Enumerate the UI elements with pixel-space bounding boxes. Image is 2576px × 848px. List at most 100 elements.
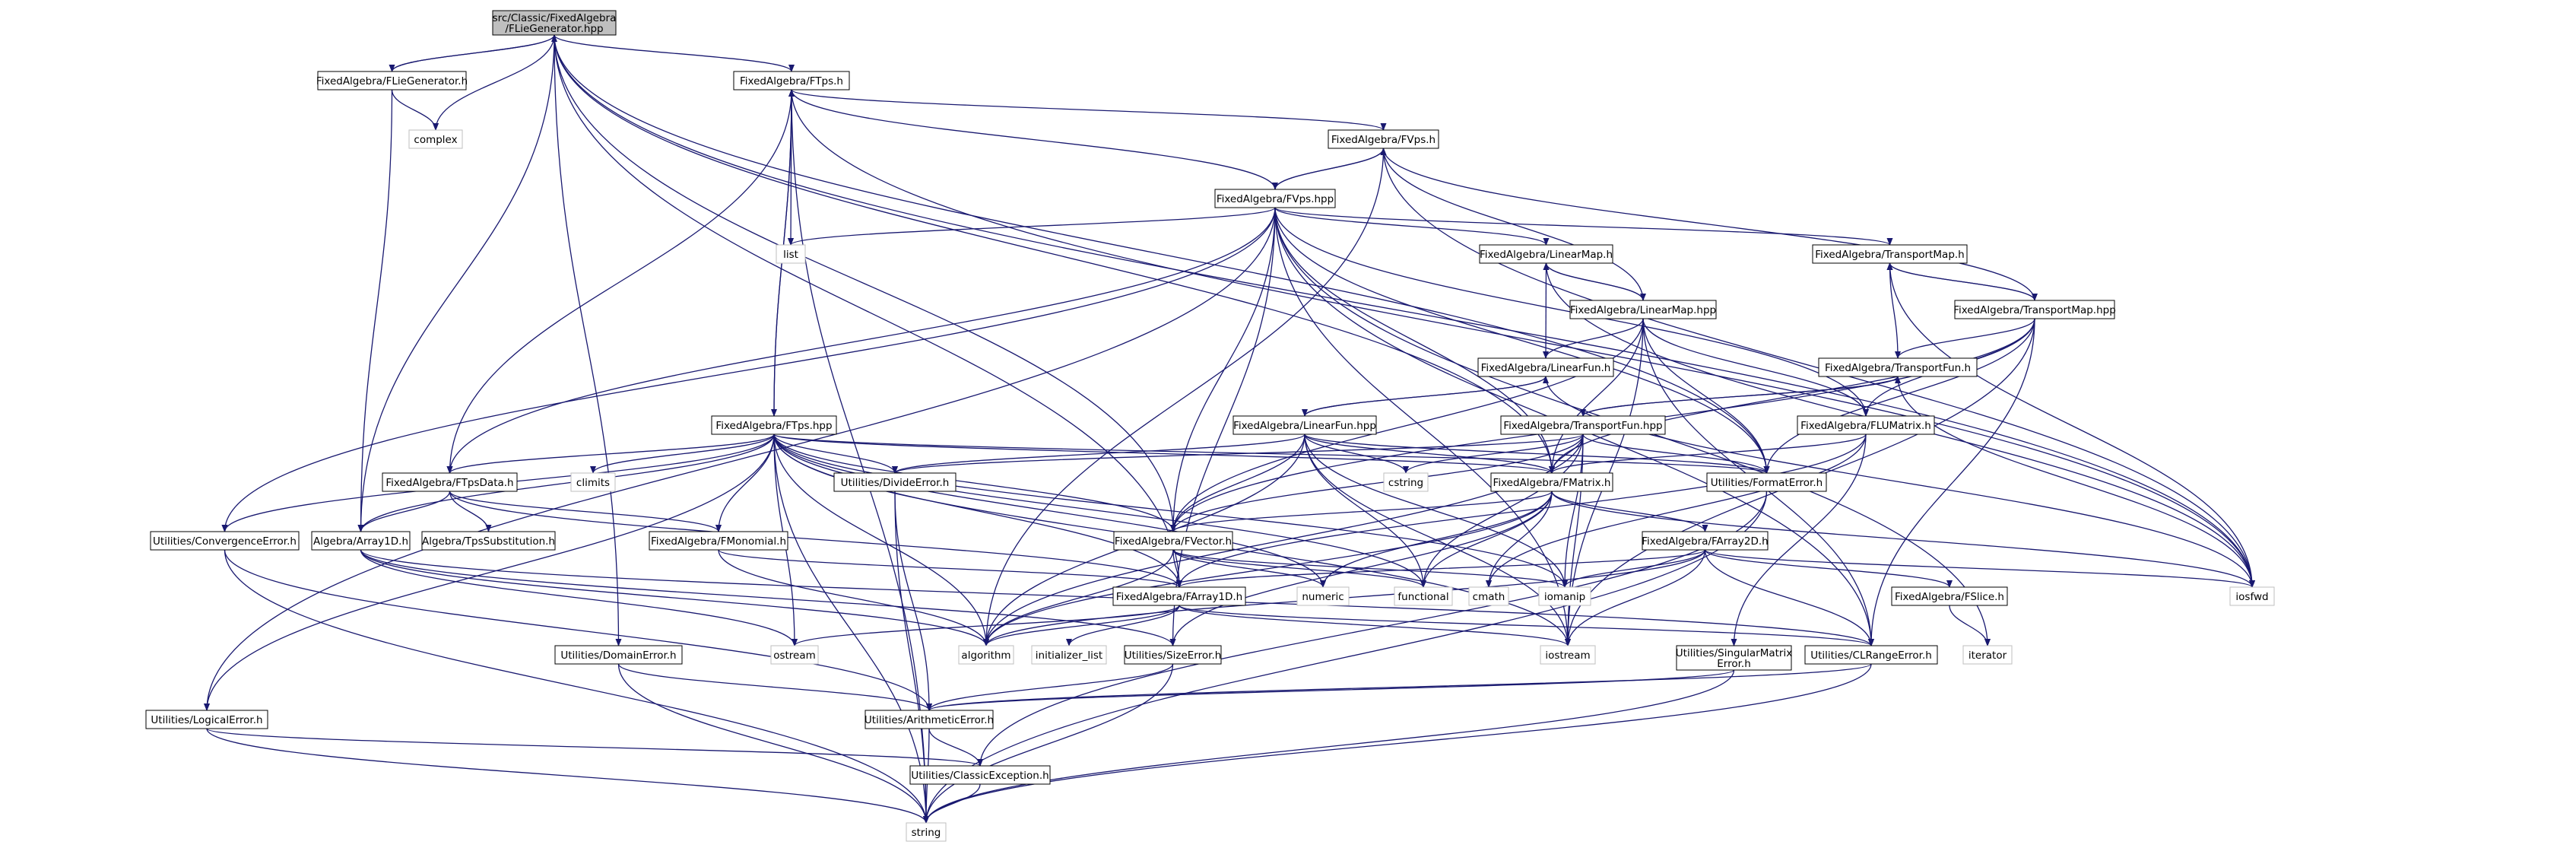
node-label-LinearMap_hpp: FixedAlgebra/LinearMap.hpp [1570,304,1716,316]
edge-FTpsData_h-to-TpsSubstitution_h [449,491,492,532]
node-box-ostream [770,645,819,665]
edge-FTpsData_h-to-Array1D_h [357,491,451,532]
edge-FMatrix_h-to-FVector_h [1170,491,1553,532]
node-FMonomial_h[interactable]: FixedAlgebra/FMonomial.h [649,531,788,551]
node-ConvergenceError_h[interactable]: Utilities/ConvergenceError.h [150,531,300,551]
node-label-FSlice_h: FixedAlgebra/FSlice.h [1895,591,2004,603]
edge-FVector_h-to-algorithm [983,549,1174,646]
node-label-iosfwd: iosfwd [2235,591,2268,603]
node-FArray1D_h[interactable]: FixedAlgebra/FArray1D.h [1112,586,1246,606]
node-Array1D_h[interactable]: Algebra/Array1D.h [311,531,411,551]
node-FArray2D_h[interactable]: FixedAlgebra/FArray2D.h [1642,531,1769,551]
node-ArithmeticError_h[interactable]: Utilities/ArithmeticError.h [864,710,994,729]
node-label-ostream: ostream [773,649,816,662]
edge-FArray2D_h-to-iostream [1565,549,1706,646]
node-label-LinearMap_h: FixedAlgebra/LinearMap.h [1480,249,1613,261]
node-box-iterator [1962,645,2013,665]
node-FTpsData_h[interactable]: FixedAlgebra/FTpsData.h [382,472,518,492]
node-box-CLRangeError_h [1804,645,1938,665]
node-box-FArray1D_h [1112,586,1246,606]
edge-FTpsData_h-to-FMonomial_h [449,491,722,532]
node-box-FormatError_h [1706,472,1827,492]
node-label-TransportMap_h: FixedAlgebra/TransportMap.h [1815,249,1964,261]
node-LogicalError_h[interactable]: Utilities/LogicalError.h [145,710,268,729]
node-box-FLieGenerator_h [317,71,467,91]
edge-TransportFun_hpp-to-cstring [1403,434,1584,474]
edge-root-to-FVector_h [554,34,1176,532]
edge-root-to-iosfwd [554,34,2255,588]
node-DivideError_h[interactable]: Utilities/DivideError.h [833,472,956,492]
edge-FVector_h-to-functional [1172,549,1426,588]
node-TransportMap_h[interactable]: FixedAlgebra/TransportMap.h [1812,244,1968,264]
edge-FTps_h-to-FTpsData_h [446,89,792,474]
dependency-edges [204,34,2255,824]
node-label-FVector_h: FixedAlgebra/FVector.h [1115,535,1232,548]
node-TransportFun_hpp[interactable]: FixedAlgebra/TransportFun.hpp [1500,415,1666,435]
node-box-FMatrix_h [1490,472,1613,492]
edge-FArray2D_h-to-iosfwd [1704,549,2255,588]
edge-ArithmeticError_h-to-ClassicException_h [928,728,983,767]
node-LinearFun_h[interactable]: FixedAlgebra/LinearFun.h [1477,357,1614,377]
edge-FVector_h-to-numeric [1172,549,1326,588]
node-label-climits: climits [576,477,610,489]
node-label-FormatError_h: Utilities/FormatError.h [1711,477,1823,489]
edge-FLUMatrix_h-to-SingularMatrixError_h [1731,434,1867,646]
node-FTps_hpp[interactable]: FixedAlgebra/FTps.hpp [711,415,837,435]
node-box-TransportMap_hpp [1954,300,2115,319]
node-label-FLUMatrix_h: FixedAlgebra/FLUMatrix.h [1800,420,1931,432]
node-SizeError_h[interactable]: Utilities/SizeError.h [1124,645,1222,665]
edge-TransportFun_hpp-to-FormatError_h [1582,434,1770,474]
edge-TransportFun_hpp-to-algorithm [983,434,1584,646]
edge-root-to-FArray1D_h [554,34,1182,588]
node-CLRangeError_h[interactable]: Utilities/CLRangeError.h [1804,645,1938,665]
edge-FLUMatrix_h-to-FMatrix_h [1549,434,1867,474]
edge-FVps_hpp-to-LinearMap_h [1274,207,1550,246]
node-FLUMatrix_h[interactable]: FixedAlgebra/FLUMatrix.h [1797,415,1935,435]
edge-TransportMap_hpp-to-FVps_h [1380,148,2035,301]
node-label-FTps_h: FixedAlgebra/FTps.h [740,75,843,87]
node-TpsSubstitution_h[interactable]: Algebra/TpsSubstitution.h [421,531,556,551]
node-label-Array1D_h: Algebra/Array1D.h [313,535,408,548]
node-box-TpsSubstitution_h [421,531,556,551]
node-box-iostream [1540,645,1596,665]
node-FVector_h[interactable]: FixedAlgebra/FVector.h [1113,531,1233,551]
node-LinearMap_hpp[interactable]: FixedAlgebra/LinearMap.hpp [1569,300,1717,319]
node-TransportMap_hpp[interactable]: FixedAlgebra/TransportMap.hpp [1953,300,2116,319]
node-label-algorithm: algorithm [961,649,1010,662]
node-FTps_h[interactable]: FixedAlgebra/FTps.h [733,71,850,91]
edge-SizeError_h-to-string [923,663,1174,824]
node-LinearFun_hpp[interactable]: FixedAlgebra/LinearFun.hpp [1232,415,1377,435]
edge-LinearMap_hpp-to-FormatError_h [1642,318,1770,474]
node-FMatrix_h[interactable]: FixedAlgebra/FMatrix.h [1490,472,1613,492]
edge-FVps_hpp-to-FTps_h [788,89,1276,190]
edge-CLRangeError_h-to-string [923,663,1872,824]
node-FLieGenerator_h[interactable]: FixedAlgebra/FLieGenerator.h [316,71,468,91]
edge-TransportFun_hpp-to-TransportFun_h [1582,376,1901,417]
edge-TransportFun_hpp-to-iomanip [1562,434,1584,588]
edge-FTps_hpp-to-FormatError_h [773,434,1769,474]
edge-FMatrix_h-to-iosfwd [1551,491,2255,588]
node-FormatError_h[interactable]: Utilities/FormatError.h [1706,472,1827,492]
node-DomainError_h[interactable]: Utilities/DomainError.h [554,645,683,665]
node-FVps_h[interactable]: FixedAlgebra/FVps.h [1328,129,1439,149]
edge-Array1D_h-to-ostream [360,549,798,646]
edge-FTps_hpp-to-DivideError_h [773,434,898,474]
node-box-ArithmeticError_h [864,710,994,729]
node-label-FTpsData_h: FixedAlgebra/FTpsData.h [385,477,513,489]
node-root[interactable]: src/Classic/FixedAlgebra/FLieGenerator.h… [492,10,617,36]
edge-FVps_hpp-to-FormatError_h [1274,207,1770,474]
edge-TransportMap_hpp-to-FormatError_h [1763,318,2035,474]
node-cstring: cstring [1383,472,1429,492]
node-TransportFun_h[interactable]: FixedAlgebra/TransportFun.h [1818,357,1978,377]
node-label-FArray1D_h: FixedAlgebra/FArray1D.h [1116,591,1243,603]
edge-LinearFun_hpp-to-LinearFun_h [1304,376,1549,417]
node-LinearMap_h[interactable]: FixedAlgebra/LinearMap.h [1479,244,1613,264]
node-algorithm: algorithm [958,645,1014,665]
node-FVps_hpp[interactable]: FixedAlgebra/FVps.hpp [1214,189,1336,208]
edge-LinearMap_hpp-to-FLUMatrix_h [1642,318,1869,417]
node-FSlice_h[interactable]: FixedAlgebra/FSlice.h [1891,586,2008,606]
node-ClassicException_h[interactable]: Utilities/ClassicException.h [909,765,1051,785]
edge-FTps_hpp-to-FTpsData_h [446,434,775,474]
edge-FTps_hpp-to-iomanip [773,434,1568,588]
